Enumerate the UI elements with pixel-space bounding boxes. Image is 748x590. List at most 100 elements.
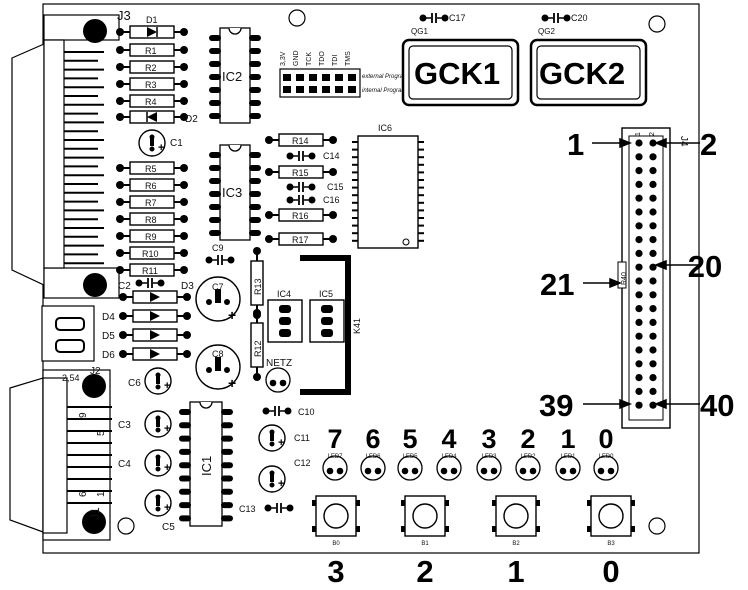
led-silk-label: LED2 (520, 454, 536, 460)
j4-pin (649, 249, 657, 257)
j4-pin (635, 153, 643, 161)
j4-pin (649, 332, 657, 340)
r14-label: R14 (292, 136, 309, 146)
ic-pin (209, 113, 221, 119)
callout-pin-1: 1 (567, 127, 584, 162)
ic-pin (249, 100, 261, 106)
j4-pin (649, 222, 657, 230)
jtag-internal-label: internal Programmer (362, 88, 418, 94)
r2-label: R2 (145, 63, 157, 73)
button-silk-label: B1 (421, 541, 429, 547)
ic2-label: IC2 (222, 69, 242, 84)
k41-heatsink (300, 255, 351, 395)
r13-label: R13 (253, 278, 263, 295)
ic-pin (209, 152, 221, 158)
j4-pin (649, 360, 657, 368)
j1-label: J1 (88, 507, 102, 520)
ic-pin (209, 48, 221, 54)
button-silk-label: B0 (332, 541, 340, 547)
j4-pin (635, 277, 643, 285)
ic-pin (221, 515, 233, 522)
ic-pin (179, 422, 191, 429)
j4-pin (649, 139, 657, 147)
ic5-label: IC5 (319, 289, 333, 299)
jtag-external-label: external Programmer (362, 74, 419, 80)
jtag-pin (283, 74, 291, 81)
r6-label: R6 (145, 181, 157, 191)
ic-pin (209, 204, 221, 210)
ic-pin (249, 204, 261, 210)
ic-pin (209, 165, 221, 171)
ic-pin (179, 462, 191, 469)
jtag-pin (322, 86, 330, 93)
button-number-1: 1 (507, 554, 524, 589)
ic-pin (209, 61, 221, 67)
ic-pin (221, 448, 233, 455)
c17-label: C17 (449, 13, 466, 23)
ic3-chip (209, 144, 261, 241)
jtag-pin (283, 86, 291, 93)
pushbutton-1[interactable] (491, 495, 541, 537)
c16-label: C16 (323, 195, 340, 205)
r3-label: R3 (145, 80, 157, 90)
j4-pin (635, 236, 643, 244)
c11-capacitor (258, 424, 286, 452)
j4-pin (635, 208, 643, 216)
led-number-4: 4 (441, 424, 456, 454)
r7-label: R7 (145, 198, 157, 208)
led-silk-label: LED7 (327, 454, 343, 460)
jtag-pin (296, 74, 304, 81)
button-silk-label: B3 (607, 541, 615, 547)
jtag-pin-tck: TCK (306, 52, 313, 66)
j4-pin (649, 346, 657, 354)
c8-capacitor: + (195, 344, 241, 391)
d6-diode (118, 347, 192, 361)
jtag-pin-labels: 3,3V GND TCK TDO TDI TMS (280, 50, 352, 66)
c6-capacitor (144, 367, 172, 395)
db9-pin5: 5 (96, 430, 107, 436)
ic-pin (249, 61, 261, 67)
ic-pin (221, 409, 233, 415)
j4-label: J4 (678, 136, 689, 147)
ic-pin (249, 48, 261, 54)
r12-label: R12 (253, 340, 263, 357)
d5-diode (118, 328, 192, 342)
c2-label: C2 (118, 281, 131, 292)
c12-label: C12 (294, 458, 311, 468)
ic-pin (221, 488, 233, 495)
jtag-pin (309, 86, 317, 93)
svg-text:+: + (228, 375, 236, 391)
c10-label: C10 (298, 407, 315, 417)
ic-pin (209, 74, 221, 80)
qg2-label: QG2 (538, 27, 555, 36)
jtag-pin-gnd: GND (293, 50, 300, 66)
c5-capacitor (144, 489, 172, 517)
j4-pin (635, 263, 643, 271)
ic-pin (209, 87, 221, 93)
pushbutton-0[interactable] (586, 495, 636, 537)
led-silk-label: LED4 (441, 454, 457, 460)
led-number-1: 1 (560, 424, 575, 454)
jtag-pin-tdi: TDI (332, 55, 339, 66)
callout-pin-2: 2 (700, 127, 717, 162)
ic-pin (179, 448, 191, 455)
gck1-label: GCK1 (414, 56, 500, 91)
c12-capacitor (258, 465, 286, 493)
pushbutton-2[interactable] (400, 495, 450, 537)
ic-pin (249, 74, 261, 80)
led-number-7: 7 (327, 424, 342, 454)
r17-label: R17 (292, 235, 309, 245)
led-silk-label: LED5 (402, 454, 418, 460)
button-number-0: 0 (602, 554, 619, 589)
pushbutton-3[interactable] (311, 495, 361, 537)
j4-pin (649, 277, 657, 285)
jtag-pin-tms: TMS (345, 51, 352, 66)
button-number-3: 3 (327, 554, 344, 589)
ic-pin (179, 502, 191, 509)
ic-pin (249, 230, 261, 236)
j4-pin (635, 332, 643, 340)
c5-label: C5 (162, 522, 175, 533)
r9-label: R9 (145, 232, 157, 242)
j4-pin (649, 305, 657, 313)
c9-label: C9 (212, 243, 224, 253)
